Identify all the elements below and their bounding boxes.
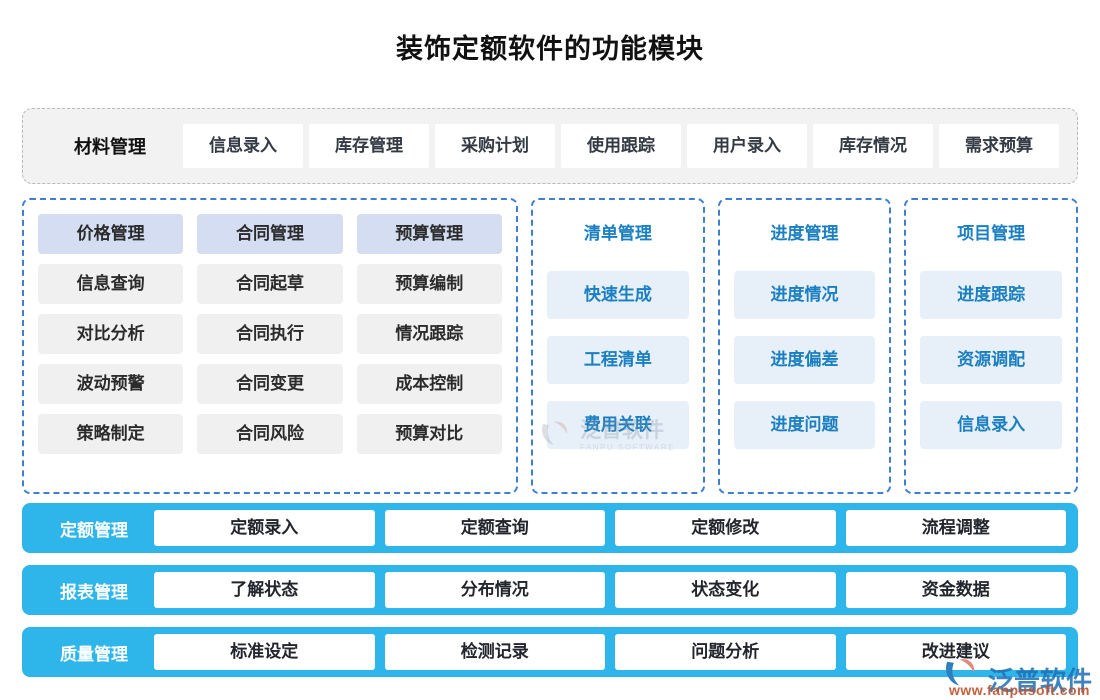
- module-column-header: 进度管理: [770, 224, 839, 243]
- module-item[interactable]: 情况跟踪: [356, 314, 502, 354]
- module-column: 合同管理合同起草合同执行合同变更合同风险: [197, 214, 343, 492]
- module-group: 进度管理进度情况进度偏差进度问题: [717, 198, 892, 494]
- module-item[interactable]: 信息查询: [38, 264, 184, 304]
- module-item[interactable]: 对比分析: [38, 314, 184, 354]
- module-item[interactable]: 进度偏差: [733, 336, 876, 384]
- module-item[interactable]: 预算编制: [356, 264, 502, 304]
- module-column: 项目管理进度跟踪资源调配信息录入: [920, 214, 1063, 449]
- module-bar-chip[interactable]: 检测记录: [384, 634, 605, 670]
- material-management-band: 材料管理 信息录入库存管理采购计划使用跟踪用户录入库存情况需求预算: [22, 108, 1078, 184]
- module-bar-title: 报表管理: [60, 582, 128, 602]
- module-bar-chip-row: 标准设定检测记录问题分析改进建议: [154, 634, 1066, 670]
- material-chip[interactable]: 库存情况: [813, 124, 933, 168]
- module-bar-chip[interactable]: 定额修改: [615, 510, 836, 546]
- module-item[interactable]: 信息录入: [920, 401, 1063, 449]
- material-chip[interactable]: 采购计划: [435, 124, 555, 168]
- module-bar-chip[interactable]: 标准设定: [154, 634, 375, 670]
- module-bar-chip[interactable]: 问题分析: [615, 634, 836, 670]
- module-item[interactable]: 合同起草: [197, 264, 343, 304]
- module-item[interactable]: 进度问题: [733, 401, 876, 449]
- module-column-header: 价格管理: [38, 214, 184, 254]
- module-column: 清单管理快速生成工程清单费用关联: [547, 214, 689, 449]
- bottom-bars-area: 定额管理 定额录入定额查询定额修改流程调整报表管理 了解状态分布情况状态变化资金数据…: [22, 503, 1078, 677]
- module-bar-chip[interactable]: 分布情况: [384, 572, 605, 608]
- module-bar: 报表管理 了解状态分布情况状态变化资金数据: [22, 565, 1078, 615]
- material-chip[interactable]: 信息录入: [183, 124, 303, 168]
- module-item[interactable]: 策略制定: [38, 414, 184, 454]
- module-column-header: 预算管理: [356, 214, 502, 254]
- module-groups-area: 价格管理信息查询对比分析波动预警策略制定合同管理合同起草合同执行合同变更合同风险…: [22, 198, 1079, 494]
- module-column: 预算管理预算编制情况跟踪成本控制预算对比: [356, 214, 502, 492]
- band-title-material: 材料管理: [74, 137, 146, 157]
- module-bar-chip[interactable]: 了解状态: [154, 572, 375, 608]
- material-chip[interactable]: 需求预算: [939, 124, 1059, 168]
- module-item[interactable]: 资源调配: [920, 336, 1063, 384]
- module-item[interactable]: 快速生成: [547, 271, 689, 319]
- module-item[interactable]: 合同执行: [197, 314, 343, 354]
- module-bar-chip[interactable]: 流程调整: [845, 510, 1066, 546]
- module-bar-chip-row: 了解状态分布情况状态变化资金数据: [154, 572, 1066, 608]
- module-bar-title: 质量管理: [60, 644, 128, 664]
- module-column-header: 合同管理: [197, 214, 343, 254]
- module-group: 清单管理快速生成工程清单费用关联: [531, 198, 705, 494]
- module-group: 项目管理进度跟踪资源调配信息录入: [904, 198, 1079, 494]
- material-chip-row: 信息录入库存管理采购计划使用跟踪用户录入库存情况需求预算: [183, 124, 1063, 168]
- module-item[interactable]: 工程清单: [547, 336, 689, 384]
- module-bar-chip[interactable]: 状态变化: [615, 572, 836, 608]
- module-bar-chip-row: 定额录入定额查询定额修改流程调整: [154, 510, 1066, 546]
- module-bar-chip[interactable]: 定额录入: [154, 510, 375, 546]
- module-bar: 质量管理 标准设定检测记录问题分析改进建议: [22, 627, 1078, 677]
- module-column-header: 项目管理: [957, 224, 1026, 243]
- module-column: 进度管理进度情况进度偏差进度问题: [733, 214, 876, 449]
- material-chip[interactable]: 库存管理: [309, 124, 429, 168]
- module-item[interactable]: 预算对比: [356, 414, 502, 454]
- module-column: 价格管理信息查询对比分析波动预警策略制定: [38, 214, 184, 492]
- module-item[interactable]: 进度情况: [733, 271, 876, 319]
- watermark-url: www.fanpusoft.com: [949, 682, 1090, 698]
- page-title: 装饰定额软件的功能模块: [396, 34, 704, 64]
- module-item[interactable]: 费用关联: [547, 401, 689, 449]
- module-item[interactable]: 成本控制: [356, 364, 502, 404]
- module-item[interactable]: 进度跟踪: [920, 271, 1063, 319]
- module-bar-title: 定额管理: [60, 520, 128, 540]
- module-bar-chip[interactable]: 改进建议: [845, 634, 1066, 670]
- material-chip[interactable]: 使用跟踪: [561, 124, 681, 168]
- module-column-header: 清单管理: [583, 224, 652, 243]
- module-item[interactable]: 波动预警: [38, 364, 184, 404]
- module-item[interactable]: 合同变更: [197, 364, 343, 404]
- material-chip[interactable]: 用户录入: [687, 124, 807, 168]
- module-bar: 定额管理 定额录入定额查询定额修改流程调整: [22, 503, 1078, 553]
- module-bar-chip[interactable]: 资金数据: [845, 572, 1066, 608]
- module-bar-chip[interactable]: 定额查询: [384, 510, 605, 546]
- module-group: 价格管理信息查询对比分析波动预警策略制定合同管理合同起草合同执行合同变更合同风险…: [22, 198, 518, 494]
- module-item[interactable]: 合同风险: [197, 414, 343, 454]
